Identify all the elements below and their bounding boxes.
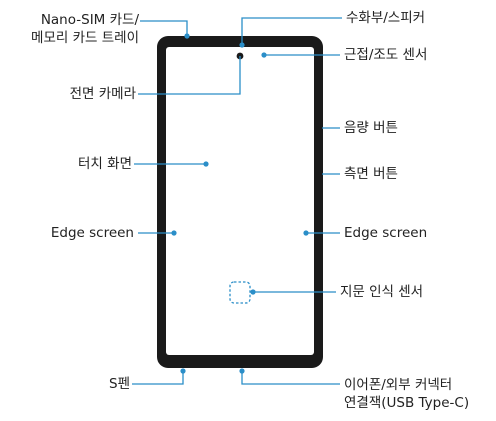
label-fingerprint-sensor: 지문 인식 센서 [340, 284, 424, 300]
label-proximity-sensor: 근접/조도 센서 [344, 47, 428, 63]
label-edge-right: Edge screen [344, 225, 428, 241]
leader-receiver [241, 17, 342, 45]
dot-touch [203, 161, 209, 167]
label-sim-tray-line2: 메모리 카드 트레이 [31, 30, 139, 46]
label-side-button: 측면 버튼 [344, 166, 398, 182]
leader-sim-tray [140, 20, 188, 36]
volume-button-shape [318, 110, 322, 146]
dot-s-pen [180, 368, 186, 374]
dot-receiver [239, 42, 245, 48]
dot-fingerprint [250, 289, 256, 295]
label-earphone-connector: 이어폰/외부 커넥터 연결잭(USB Type-C) [344, 376, 469, 412]
label-sim-tray-line1: Nano-SIM 카드/ [40, 12, 139, 28]
leader-front-camera [138, 56, 241, 95]
dot-edge-right [303, 230, 309, 236]
side-button-shape [318, 164, 322, 186]
label-receiver-speaker: 수화부/스피커 [346, 10, 426, 26]
label-touch-screen: 터치 화면 [78, 156, 132, 172]
label-sim-tray: Nano-SIM 카드/ 메모리 카드 트레이 [31, 11, 139, 47]
dot-proximity [261, 52, 267, 58]
label-volume-button: 음량 버튼 [344, 120, 398, 136]
label-earphone-line1: 이어폰/외부 커넥터 [344, 377, 453, 393]
label-s-pen: S펜 [109, 376, 130, 392]
fingerprint-area [229, 281, 251, 304]
label-front-camera: 전면 카메라 [69, 86, 136, 102]
leader-s-pen [132, 371, 184, 385]
dot-sim-tray [184, 33, 190, 39]
leader-earphone [241, 371, 340, 385]
label-edge-left: Edge screen [50, 225, 134, 241]
label-earphone-line2: 연결잭(USB Type-C) [344, 395, 470, 411]
phone-screen [166, 47, 314, 355]
dot-earphone [239, 368, 245, 374]
dot-edge-left [171, 230, 177, 236]
